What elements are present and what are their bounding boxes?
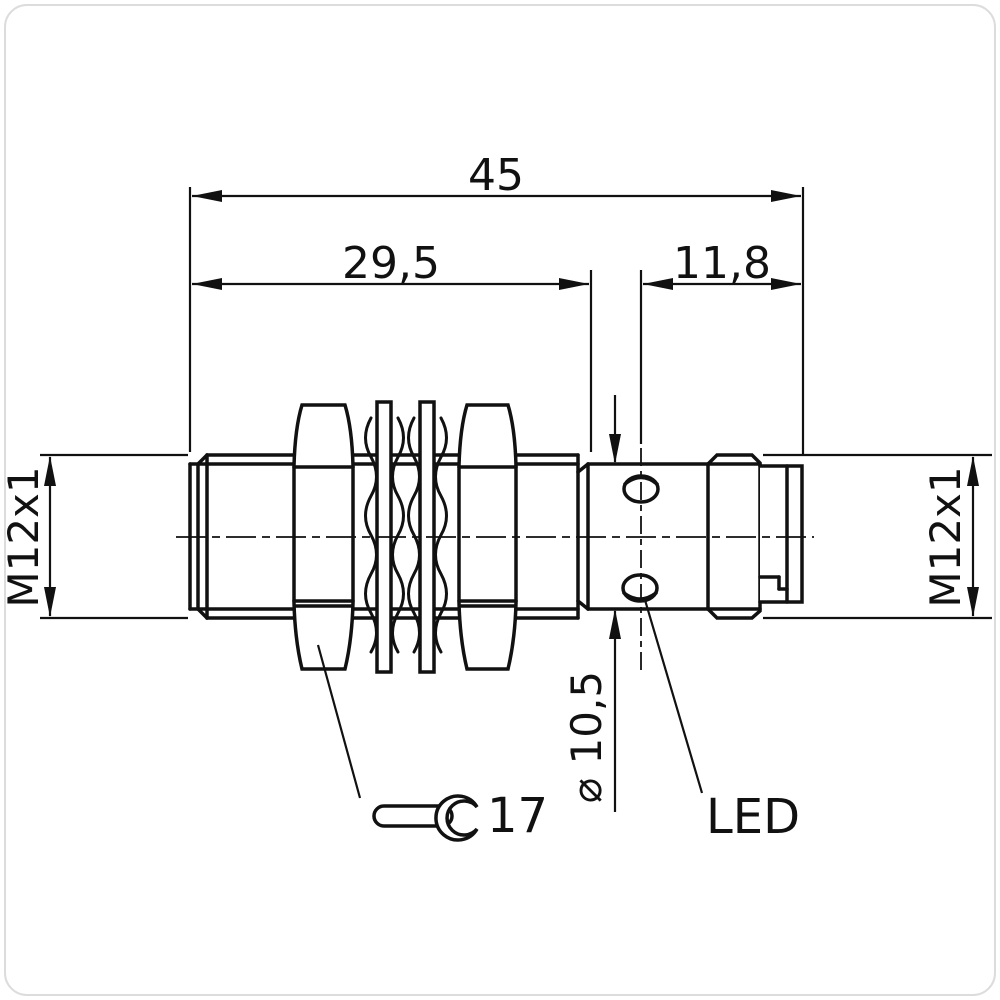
dim-overall-length-text: 45 (468, 150, 524, 201)
thread-size-left-text: M12x1 (0, 466, 48, 607)
leader-wrench (316, 644, 362, 799)
dimension-labels: 45 29,5 11,8 M12x1 M12x1 ⌀ 10,5 17 LED (0, 150, 970, 845)
wrench-handle (372, 804, 454, 828)
led-window-bottom-arc (622, 591, 658, 601)
serrated-washer-profiles (364, 416, 448, 654)
dim-thread-length-text: 29,5 (342, 238, 440, 289)
leader-led (643, 599, 704, 794)
centerlines (176, 448, 814, 670)
page-frame (4, 4, 996, 996)
arrowheads (44, 190, 979, 639)
hex-nut-front (292, 403, 355, 671)
body-diameter-text: ⌀ 10,5 (562, 671, 611, 803)
led-window-top-arc (623, 475, 659, 486)
dim-rear-length-text: 11,8 (673, 238, 771, 289)
wrench-size-text: 17 (487, 788, 548, 844)
wrench-icon (372, 794, 479, 842)
thread-size-right-text: M12x1 (921, 466, 970, 607)
dimension-lines (40, 187, 992, 812)
wrench-jaw (434, 794, 479, 842)
led-window-bottom (621, 573, 659, 603)
connector-rear (758, 464, 804, 604)
led-label-text: LED (706, 789, 800, 845)
